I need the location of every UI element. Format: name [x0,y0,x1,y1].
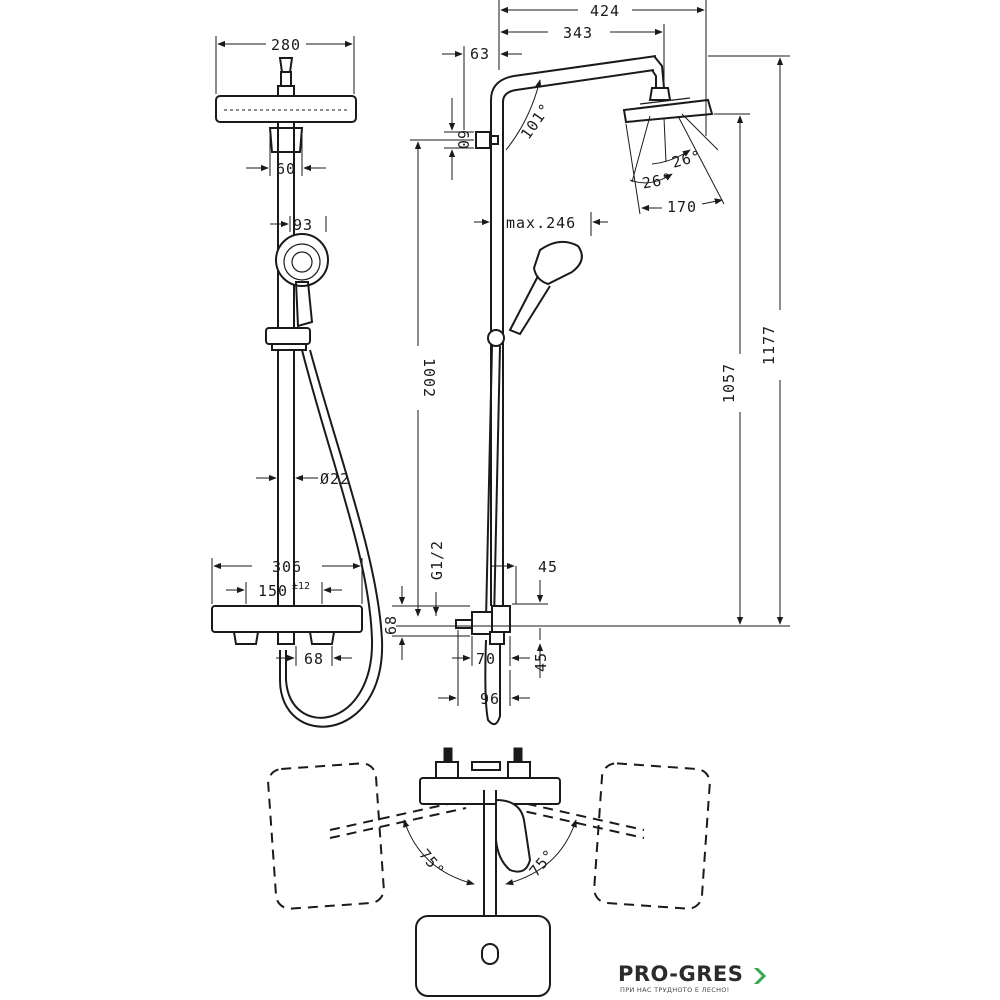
dim-side-thread: G1/2 [428,540,446,580]
dim-side-head-projection: 343 [563,24,593,42]
front-shower-rail [277,122,295,606]
dim-front-wall-mount: 60 [276,160,296,178]
dim-side-upper-offset: 45 [538,558,558,576]
dim-front-thermostat-width: 306 [272,558,302,576]
front-wall-bracket [268,127,304,153]
brand-logo: PRO-GRES ПРИ НАС ТРУДНОТО Е ЛЕСНО! [618,962,778,996]
front-shower-hose [279,349,384,728]
front-slider [265,327,311,351]
front-thermostat [211,605,363,645]
dim-side-head-diameter: 170 [667,198,697,216]
dim-side-head-height: 1057 [720,363,738,403]
side-slider [487,329,505,347]
brand-slogan: ПРИ НАС ТРУДНОТО Е ЛЕСНО! [620,986,730,994]
top-thermostat [419,747,561,805]
side-wall-bracket [475,131,499,149]
side-thermostat [455,605,511,645]
dim-side-outlet-depth: 96 [480,690,500,708]
dim-front-head-width: 280 [271,36,301,54]
top-view: 75° 75° [267,747,711,997]
side-shower-rail [490,55,665,606]
side-shower-hose [484,345,501,726]
side-hand-shower [508,240,583,336]
front-overhead-shower [215,57,357,123]
dim-front-connection-spacing: 150 [258,582,288,600]
dim-side-thermostat-depth: 70 [476,650,496,668]
dim-side-wall-clearance: 63 [470,45,490,63]
front-view: 280 60 93 Ø22 306 150 ±12 68 [211,36,384,728]
dim-front-rail-diameter: Ø22 [320,470,350,488]
side-view: 424 343 63 60 101° 26° 26° 170 max.246 [382,0,790,726]
dim-front-handshower: 93 [293,216,313,234]
dim-side-rail-height: 1002 [420,358,438,398]
dim-front-connection-tolerance: ±12 [292,581,310,592]
front-hand-shower [275,233,329,328]
dim-side-max-reach: max.246 [506,214,576,232]
dim-side-arm-angle: 101° [517,100,555,143]
dim-side-tilt-angle-upper: 26° [670,147,704,172]
dim-front-outlet: 68 [304,650,324,668]
top-swivel-left-position [267,762,467,910]
top-overhead-shower [415,915,551,997]
dim-side-tilt-angle-lower: 26° [641,170,674,193]
dim-side-lower-offset: 45 [532,652,550,672]
brand-name: PRO-GRES [618,962,744,986]
side-overhead-shower [622,87,725,215]
dim-side-total-height: 1177 [760,325,778,365]
dim-side-total-projection: 424 [590,2,620,20]
dim-side-thermostat-height: 68 [382,615,400,635]
chevron-right-icon [754,968,766,984]
